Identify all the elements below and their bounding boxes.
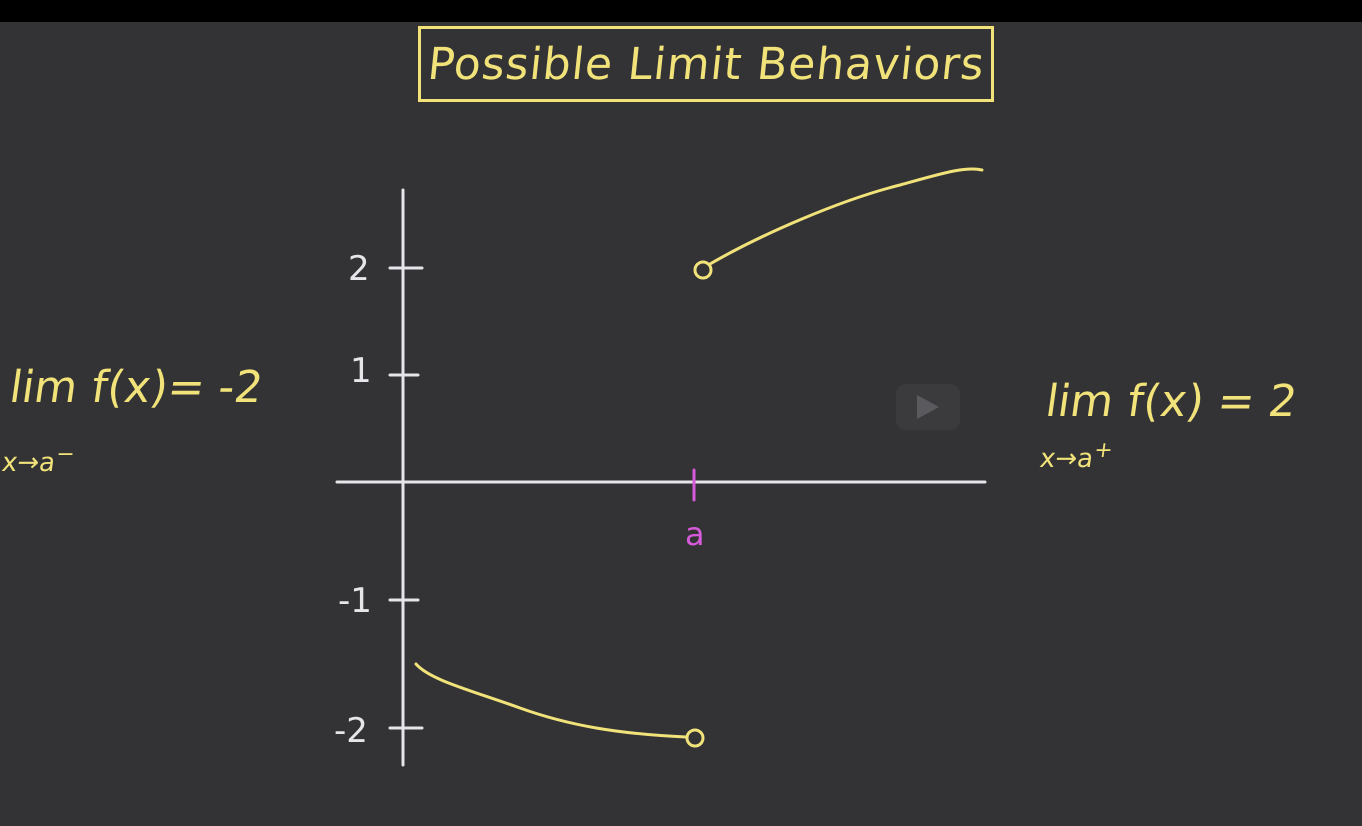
y-tick-label-neg2: -2 xyxy=(334,711,368,751)
right-branch-open-circle xyxy=(693,260,713,280)
left-branch-curve xyxy=(414,662,688,739)
top-bar xyxy=(0,0,1362,22)
right-branch-curve xyxy=(708,167,984,266)
x-tick-label-a: a xyxy=(685,515,705,553)
y-tick-label-2: 2 xyxy=(348,249,370,289)
left-branch-open-circle xyxy=(685,728,705,748)
title-box: Possible Limit Behaviors xyxy=(418,26,994,102)
play-icon xyxy=(917,395,939,419)
y-tick-label-neg1: -1 xyxy=(338,581,372,621)
y-tick-label-1: 1 xyxy=(350,351,372,391)
play-button[interactable] xyxy=(896,384,960,430)
